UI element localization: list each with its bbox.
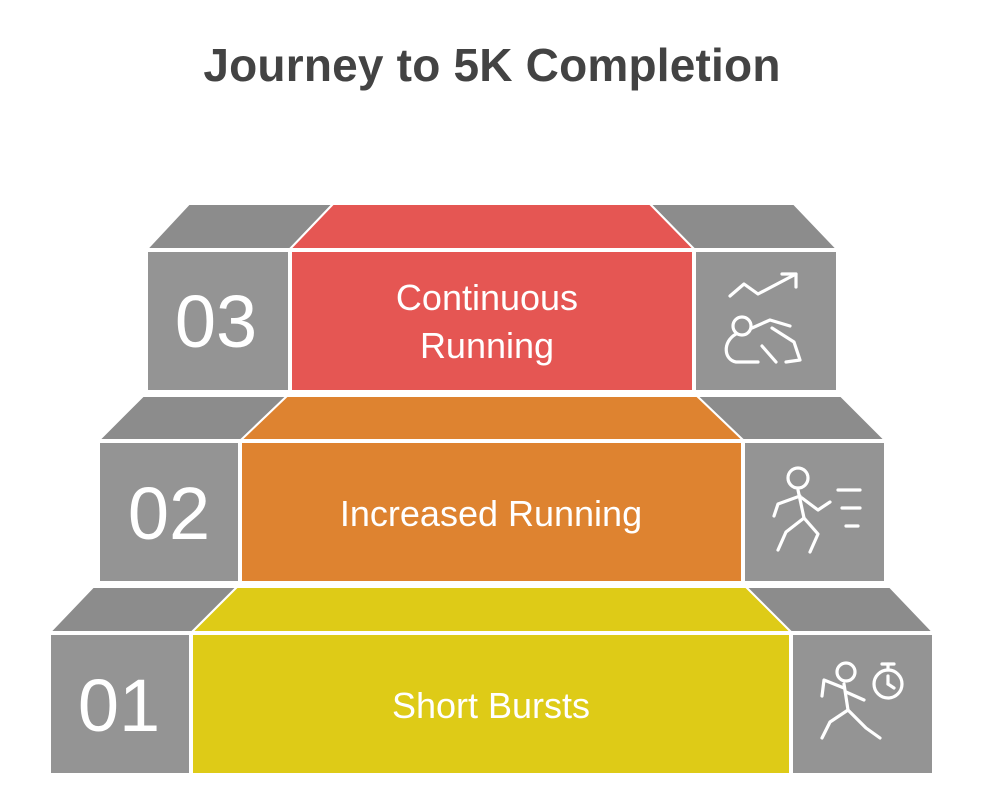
step-1-left-block <box>49 633 191 775</box>
step-2-center-top <box>238 395 746 441</box>
step-3: 03 Continuous Running <box>144 203 840 392</box>
running-person-icon <box>772 466 862 554</box>
step-2-right-block <box>743 441 886 583</box>
step-2-center-block <box>240 441 743 583</box>
step-2-number: 02 <box>128 472 210 555</box>
step-3-center-block <box>290 250 694 392</box>
progress-runner-icon <box>724 272 802 364</box>
step-1-center-top <box>189 586 794 633</box>
step-3-number: 03 <box>175 280 257 363</box>
step-2: 02 Increased Running <box>96 395 888 583</box>
runner-stopwatch-icon <box>820 661 904 740</box>
step-1-right-block <box>791 633 934 775</box>
step-2-left-block <box>98 441 240 583</box>
step-3-label-line-1: Continuous <box>396 277 578 318</box>
page-title: Journey to 5K Completion <box>203 39 781 91</box>
step-3-left-block <box>146 250 290 392</box>
step-1-center-block <box>191 633 791 775</box>
step-1: 01 Short Bursts <box>47 586 936 775</box>
step-3-label-line-2: Running <box>420 325 554 366</box>
step-1-number: 01 <box>78 664 160 747</box>
step-3-center-top <box>287 203 697 250</box>
step-2-label-line-1: Increased Running <box>340 493 642 534</box>
step-1-label-line-1: Short Bursts <box>392 685 590 726</box>
